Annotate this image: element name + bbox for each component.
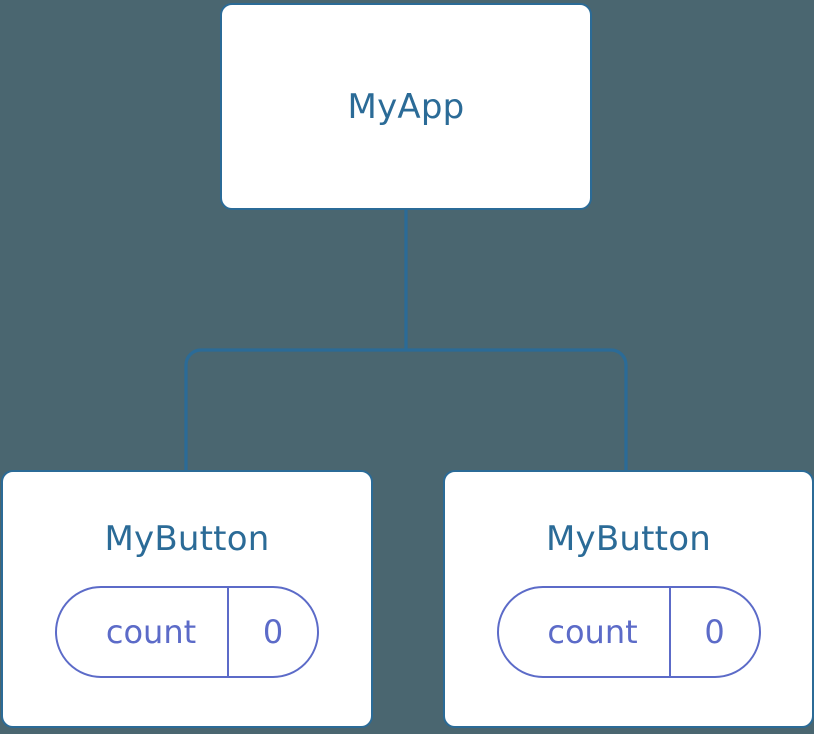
node-mybutton-left[interactable]: MyButton count 0 <box>1 470 373 728</box>
state-pill[interactable]: count 0 <box>496 586 761 678</box>
state-key: count <box>105 613 197 651</box>
node-title: MyButton <box>104 519 270 559</box>
state-key: count <box>547 613 638 651</box>
state-value: 0 <box>668 588 759 676</box>
node-myapp[interactable]: MyApp <box>220 3 592 210</box>
state-value: 0 <box>227 588 317 676</box>
node-mybutton-right[interactable]: MyButton count 0 <box>443 470 814 728</box>
state-pill[interactable]: count 0 <box>55 586 319 678</box>
node-title: MyApp <box>347 86 465 127</box>
edge-root-to-children <box>184 209 628 470</box>
node-title: MyButton <box>546 519 711 559</box>
